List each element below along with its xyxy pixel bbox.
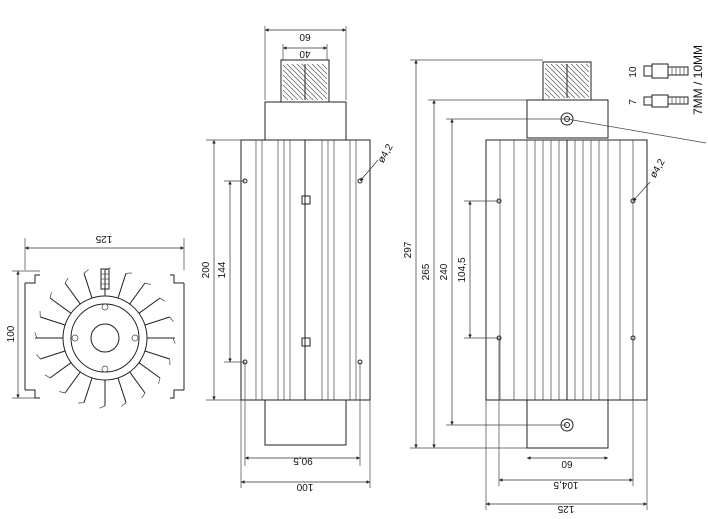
fin — [36, 350, 66, 360]
fin — [129, 371, 146, 399]
fin — [117, 272, 133, 299]
fin — [147, 337, 176, 344]
front-view: 60 40 ø4,2 200 144 — [201, 26, 396, 492]
side-view: 125 100 — [6, 233, 185, 409]
dim-right-104-5-h: 104,5 — [553, 479, 578, 490]
dim-front-200: 200 — [201, 261, 212, 278]
fin — [99, 380, 106, 409]
dim-front-top-60: 60 — [299, 31, 311, 42]
dim-side-width: 125 — [95, 233, 112, 244]
fitting-10mm-icon — [643, 63, 689, 79]
dim-right-hole: ø4,2 — [648, 157, 668, 180]
fin — [138, 362, 161, 384]
fitting-note: 7MM / 10MM — [691, 45, 705, 115]
fin — [39, 310, 66, 326]
dim-right-125: 125 — [557, 503, 574, 514]
dim-side-height: 100 — [6, 325, 17, 342]
fin — [44, 362, 72, 379]
right-fin-lines — [499, 140, 634, 400]
fin — [59, 371, 81, 394]
fin — [77, 377, 93, 404]
dim-front-144: 144 — [217, 261, 228, 278]
fittings: 10 7 7MM / 10MM — [628, 45, 705, 115]
dim-front-100: 100 — [296, 481, 313, 492]
fin — [34, 332, 63, 339]
fin — [104, 267, 111, 296]
front-fin-lines — [255, 140, 357, 400]
right-view: ø4,2 297 265 240 104,5 60 104,5 — [403, 59, 707, 514]
dim-front-90-5: 90,5 — [293, 455, 313, 466]
dim-front-hole: ø4,2 — [376, 142, 396, 165]
fitting-label-7: 7 — [628, 99, 639, 105]
fin — [117, 377, 127, 407]
front-cap-hatch — [282, 63, 328, 101]
fin — [83, 269, 93, 299]
dim-right-265: 265 — [421, 263, 432, 280]
fitting-7mm-icon — [643, 94, 689, 108]
dim-right-104-5-v: 104,5 — [457, 257, 468, 282]
fin — [64, 277, 81, 305]
dim-right-297: 297 — [403, 241, 414, 258]
dim-front-top-40: 40 — [299, 48, 311, 59]
right-cap-hatch — [544, 63, 590, 99]
fin — [49, 292, 72, 314]
fin — [129, 282, 151, 305]
dim-right-60: 60 — [561, 458, 573, 469]
fin — [138, 297, 166, 314]
fin — [144, 350, 171, 366]
fitting-label-10: 10 — [628, 66, 639, 78]
dim-right-240: 240 — [439, 263, 450, 280]
fin — [144, 316, 174, 326]
